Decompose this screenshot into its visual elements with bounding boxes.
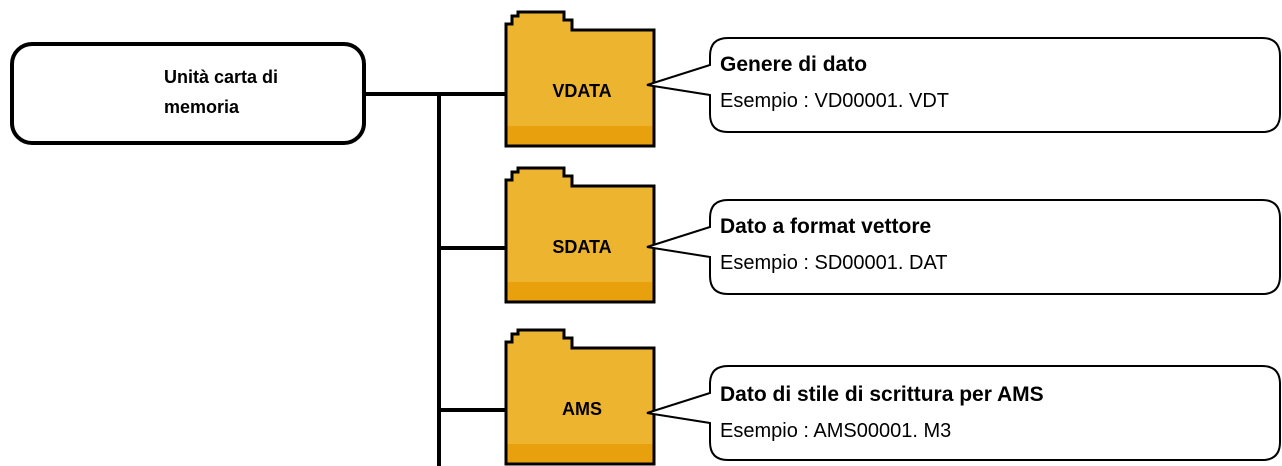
callout-ams: Dato di stile di scrittura per AMS Esemp…	[720, 382, 1044, 444]
drive-label: Unità carta di memoria	[164, 67, 279, 117]
folder-label-vdata: VDATA	[552, 81, 612, 101]
folder-icon-vdata	[504, 10, 656, 148]
callout-vdata: Genere di dato Esempio : VD00001. VDT	[720, 52, 949, 114]
callout-example-sdata: Esempio : SD00001. DAT	[720, 252, 948, 274]
callout-sdata: Dato a format vettore Esempio : SD00001.…	[720, 214, 948, 276]
callout-bubble-ams	[646, 365, 1281, 461]
folder-label-ams: AMS	[562, 399, 602, 419]
memory-card-drive-box: Unità carta di memoria	[10, 42, 366, 145]
folder-icon-sdata	[504, 166, 656, 304]
callout-bubble-vdata	[646, 37, 1281, 133]
callout-bubble-sdata	[646, 199, 1281, 295]
callout-example-vdata: Esempio : VD00001. VDT	[720, 90, 949, 112]
tree-connectors	[366, 92, 506, 466]
callout-title-sdata: Dato a format vettore	[720, 215, 932, 238]
callout-title-ams: Dato di stile di scrittura per AMS	[720, 383, 1044, 406]
callout-title-vdata: Genere di dato	[720, 53, 868, 76]
callout-example-ams: Esempio : AMS00001. M3	[720, 420, 952, 442]
folder-icon-ams	[504, 328, 656, 466]
folder-label-sdata: SDATA	[552, 237, 612, 257]
